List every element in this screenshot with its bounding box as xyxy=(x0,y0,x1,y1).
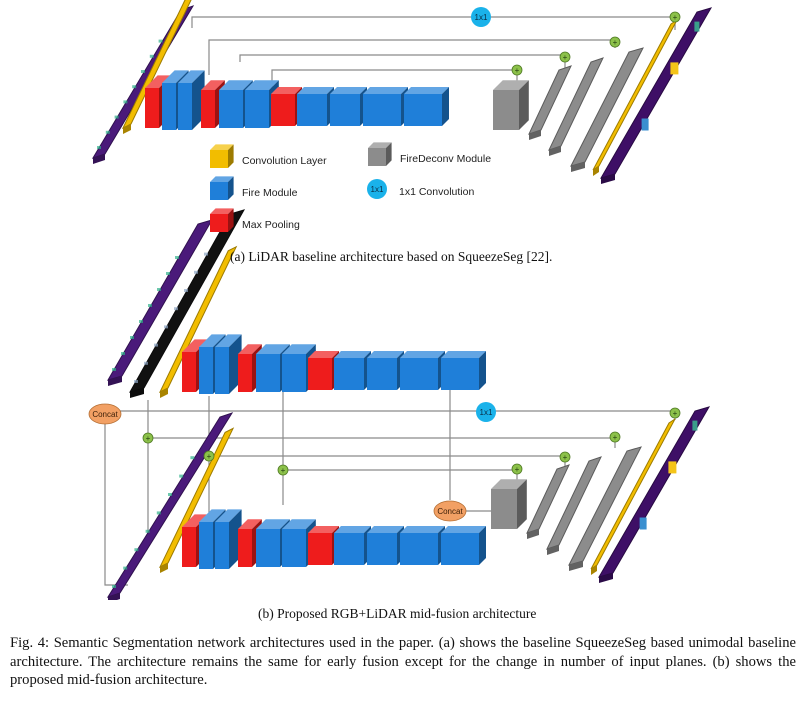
subcaption-a: (a) LiDAR baseline architecture based on… xyxy=(230,249,553,264)
add-node: + xyxy=(559,451,571,463)
a-deconv-2 xyxy=(528,65,572,140)
b-top-conv-layer xyxy=(158,245,238,398)
legend-fire-module: Fire Module xyxy=(210,176,298,200)
add-node-label: + xyxy=(207,452,212,461)
b-deconv-1 xyxy=(491,479,527,529)
b-bottom-fire-5 xyxy=(334,526,371,565)
legend-firedeconv-module-label: FireDeconv Module xyxy=(400,153,491,165)
add-node-label: + xyxy=(563,53,568,62)
add-node: + xyxy=(669,407,681,419)
b-deconv-4 xyxy=(568,446,642,571)
add-node: + xyxy=(609,431,621,443)
b-output-plane xyxy=(597,406,711,583)
add-node: + xyxy=(669,11,681,23)
a-skip-3 xyxy=(271,69,518,88)
add-node: + xyxy=(559,51,571,63)
add-node-label: + xyxy=(515,66,520,75)
a-deconv-4 xyxy=(570,47,644,172)
legend-max-pooling: Max Pooling xyxy=(210,208,300,232)
a-fire-2 xyxy=(178,70,205,130)
add-node-label: + xyxy=(515,465,520,474)
a-conv-layer xyxy=(121,0,192,134)
legend-1x1-convolution: 1x1 1x1 Convolution xyxy=(367,179,474,199)
b-top-fire-6 xyxy=(367,351,404,390)
a-fire-6 xyxy=(330,87,367,126)
b-top-fire-8 xyxy=(441,351,486,390)
conv1x1-node-label: 1x1 xyxy=(480,408,493,417)
conv1x1-node: 1x1 xyxy=(476,402,496,422)
add-node-label: + xyxy=(673,409,678,418)
a-deconv-3 xyxy=(548,57,604,156)
b-top-fire-7 xyxy=(400,351,445,390)
legend-1x1-convolution-label: 1x1 Convolution xyxy=(399,186,474,198)
b-bottom-fire-7 xyxy=(400,526,445,565)
legend-1x1-glyph: 1x1 xyxy=(371,185,384,194)
b-skip-2 xyxy=(209,455,566,470)
a-fire-7 xyxy=(363,87,408,126)
add-node: + xyxy=(142,432,154,444)
legend-max-pooling-swatch xyxy=(210,208,234,232)
b-bottom-maxpool-3 xyxy=(308,526,339,565)
legend-fire-module-label: Fire Module xyxy=(242,187,298,199)
a-output-plane xyxy=(599,7,713,184)
b-rgb-input-plane xyxy=(128,209,246,398)
b-skip-1x1 xyxy=(104,410,676,420)
conv1x1-node: 1x1 xyxy=(471,7,491,27)
b-bottom-fire-8 xyxy=(441,526,486,565)
b-deconv-3 xyxy=(546,456,602,555)
legend-firedeconv-module: FireDeconv Module xyxy=(368,142,491,166)
add-node: + xyxy=(511,463,523,475)
add-node-label: + xyxy=(613,38,618,47)
add-node-label: + xyxy=(281,466,286,475)
add-node-label: + xyxy=(673,13,678,22)
add-node-label: + xyxy=(146,434,151,443)
add-node: + xyxy=(511,64,523,76)
add-node: + xyxy=(609,36,621,48)
b-top-fire-5 xyxy=(334,351,371,390)
a-skip-1x1 xyxy=(191,16,676,30)
add-node: + xyxy=(277,464,289,476)
add-node-label: + xyxy=(563,453,568,462)
a-fire-5 xyxy=(297,87,334,126)
b-bottom-conv-layer xyxy=(158,427,235,573)
concat-node: Concat xyxy=(433,500,467,522)
legend-fire-module-swatch xyxy=(210,176,234,200)
b-top-fire-2 xyxy=(215,334,242,394)
legend-max-pooling-label: Max Pooling xyxy=(242,219,300,231)
legend-firedeconv-module-swatch xyxy=(368,142,392,166)
b-bottom-fire-2 xyxy=(215,509,242,569)
b-deconv-2 xyxy=(526,464,570,539)
concat-node: Concat xyxy=(88,403,122,425)
network-blocks xyxy=(91,0,713,600)
b-bottom-fire-6 xyxy=(367,526,404,565)
conv1x1-node-label: 1x1 xyxy=(475,13,488,22)
subcaption-b: (b) Proposed RGB+LiDAR mid-fusion archit… xyxy=(258,606,537,621)
b-final-conv xyxy=(590,418,676,575)
figure-caption: Fig. 4: Semantic Segmentation network ar… xyxy=(10,635,796,689)
concat-node-label: Concat xyxy=(92,410,118,419)
a-deconv-1 xyxy=(493,80,529,130)
b-skip-3 xyxy=(283,469,518,484)
legend-conv-layer-swatch xyxy=(210,144,234,168)
concat-node-label: Concat xyxy=(437,507,463,516)
legend-conv-layer-label: Convolution Layer xyxy=(242,155,327,167)
b-concat-left-link xyxy=(104,414,128,586)
legend-conv-layer: Convolution Layer xyxy=(210,144,327,168)
add-node: + xyxy=(203,450,215,462)
add-node-label: + xyxy=(613,433,618,442)
a-skip-2 xyxy=(239,54,566,70)
b-lidar-input-plane xyxy=(106,412,234,600)
a-fire-8 xyxy=(404,87,449,126)
